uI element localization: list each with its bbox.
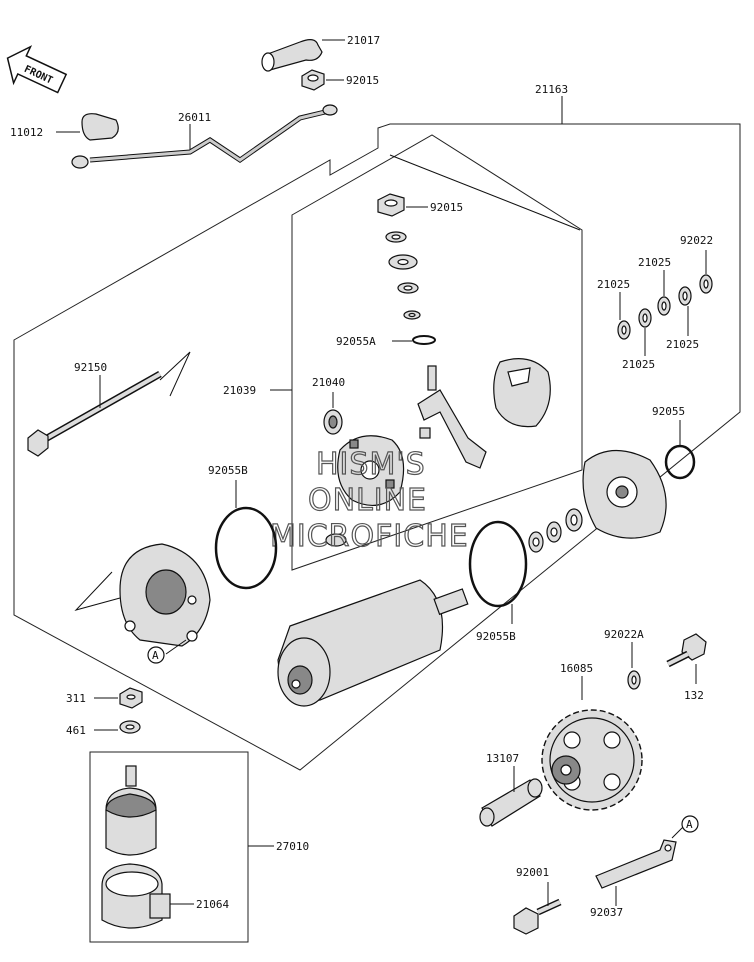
- through-bolt-92150: [27, 370, 162, 457]
- label-92015-top: 92015: [346, 74, 379, 87]
- front-cover: [582, 449, 667, 539]
- shaft-13107: [479, 778, 543, 827]
- nut-92015-mid: [377, 193, 405, 217]
- oring-92055b-bottom: [468, 520, 528, 608]
- label-92055: 92055: [652, 405, 685, 418]
- label-11012: 11012: [10, 126, 43, 139]
- boot-11012: [81, 113, 119, 141]
- starter-motor: [277, 579, 469, 707]
- nut-92015-top: [301, 69, 325, 91]
- label-21040: 21040: [312, 376, 345, 389]
- label-21025-c: 21025: [666, 338, 699, 351]
- label-26011: 26011: [178, 111, 211, 124]
- bracket-92037: [595, 839, 677, 889]
- label-27010: 27010: [276, 840, 309, 853]
- svg-text:HISM'S: HISM'S: [316, 447, 426, 482]
- label-92015-mid: 92015: [430, 201, 463, 214]
- bolt-92001: [513, 898, 562, 935]
- nut-311: [119, 687, 143, 709]
- brush-holder-frame: [291, 134, 583, 571]
- washers-21025: [617, 274, 713, 340]
- label-21039: 21039: [223, 384, 256, 397]
- magnet-holder: [493, 358, 551, 428]
- oring-92055b-top: [214, 506, 278, 590]
- rear-cover: [119, 543, 211, 647]
- watermark: HISM'S ONLINE MICROFICHE: [269, 446, 469, 554]
- label-21064: 21064: [196, 898, 229, 911]
- label-16085: 16085: [560, 662, 593, 675]
- assembly-frame: [13, 123, 741, 771]
- ref-a-left: A: [152, 649, 159, 662]
- label-21025-b: 21025: [597, 278, 630, 291]
- cable-26011: [71, 104, 338, 169]
- brush-lead-bracket: [417, 365, 487, 469]
- label-21163: 21163: [535, 83, 568, 96]
- washer-92022a: [627, 670, 641, 690]
- svg-text:MICROFICHE: MICROFICHE: [270, 519, 469, 554]
- label-311: 311: [66, 692, 86, 705]
- washer-461: [119, 720, 141, 734]
- front-arrow-icon: FRONT: [6, 45, 68, 94]
- label-461: 461: [66, 724, 86, 737]
- bolt-132: [666, 633, 707, 668]
- label-132: 132: [684, 689, 704, 702]
- label-92055A: 92055A: [336, 335, 376, 348]
- solenoid-box: [89, 751, 249, 943]
- brush-21040: [323, 409, 343, 435]
- svg-text:ONLINE: ONLINE: [308, 483, 427, 518]
- brush-holder-plate: [325, 435, 405, 547]
- label-92150: 92150: [74, 361, 107, 374]
- ref-a-right: A: [686, 818, 693, 831]
- label-21025-a: 21025: [638, 256, 671, 269]
- gear-16085: [541, 709, 643, 811]
- label-21017: 21017: [347, 34, 380, 47]
- solenoid-27010: [105, 765, 157, 856]
- label-13107: 13107: [486, 752, 519, 765]
- holder-21064: [101, 863, 171, 929]
- label-92037: 92037: [590, 906, 623, 919]
- label-92001: 92001: [516, 866, 549, 879]
- label-92022A: 92022A: [604, 628, 644, 641]
- label-92022: 92022: [680, 234, 713, 247]
- cap-21017: [261, 39, 323, 72]
- label-92055B-top: 92055B: [208, 464, 248, 477]
- oring-92055: [664, 444, 696, 480]
- washer-stack: [385, 231, 436, 345]
- label-21025-d: 21025: [622, 358, 655, 371]
- label-92055B-bottom: 92055B: [476, 630, 516, 643]
- drive-washers: [528, 508, 583, 553]
